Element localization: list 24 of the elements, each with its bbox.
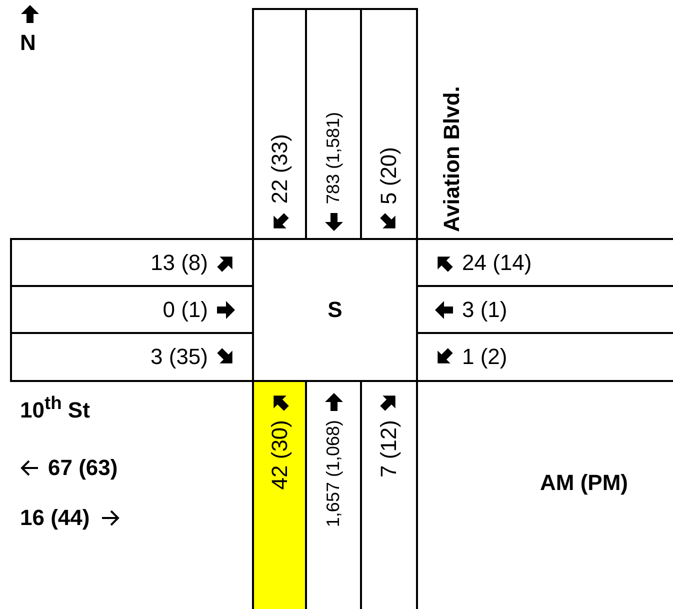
lane-box [252,380,307,609]
volume-text: 13 (8) [150,250,208,276]
legend-note: AM (PM) [540,470,628,496]
street-name: Aviation Blvd. [440,85,464,232]
volume-text: 42 (30) [266,420,292,490]
lane-box [360,8,418,240]
intersection-label: S [328,297,342,323]
volume-text: 783 (1,581) [323,112,344,204]
lane-box [10,238,254,287]
volume-text: 5 (20) [376,146,402,204]
volume-text: 67 (63) [48,455,118,481]
volume-text: 16 (44) [20,505,90,531]
lane-box [10,332,254,382]
lane-box [252,8,307,240]
volume-text: 3 (1) [462,296,508,322]
volume-text: 1,657 (1,068) [323,420,344,528]
street-name: 10$^{th}$ St [20,392,90,424]
volume-text: 1 (2) [462,344,508,370]
volume-text: 3 (35) [150,344,208,370]
north-label: N [20,30,36,56]
volume-text: 0 (1) [162,296,208,322]
volume-text: 24 (14) [462,250,532,276]
volume-text: 22 (33) [266,134,292,204]
volume-text: 7 (12) [376,420,402,478]
